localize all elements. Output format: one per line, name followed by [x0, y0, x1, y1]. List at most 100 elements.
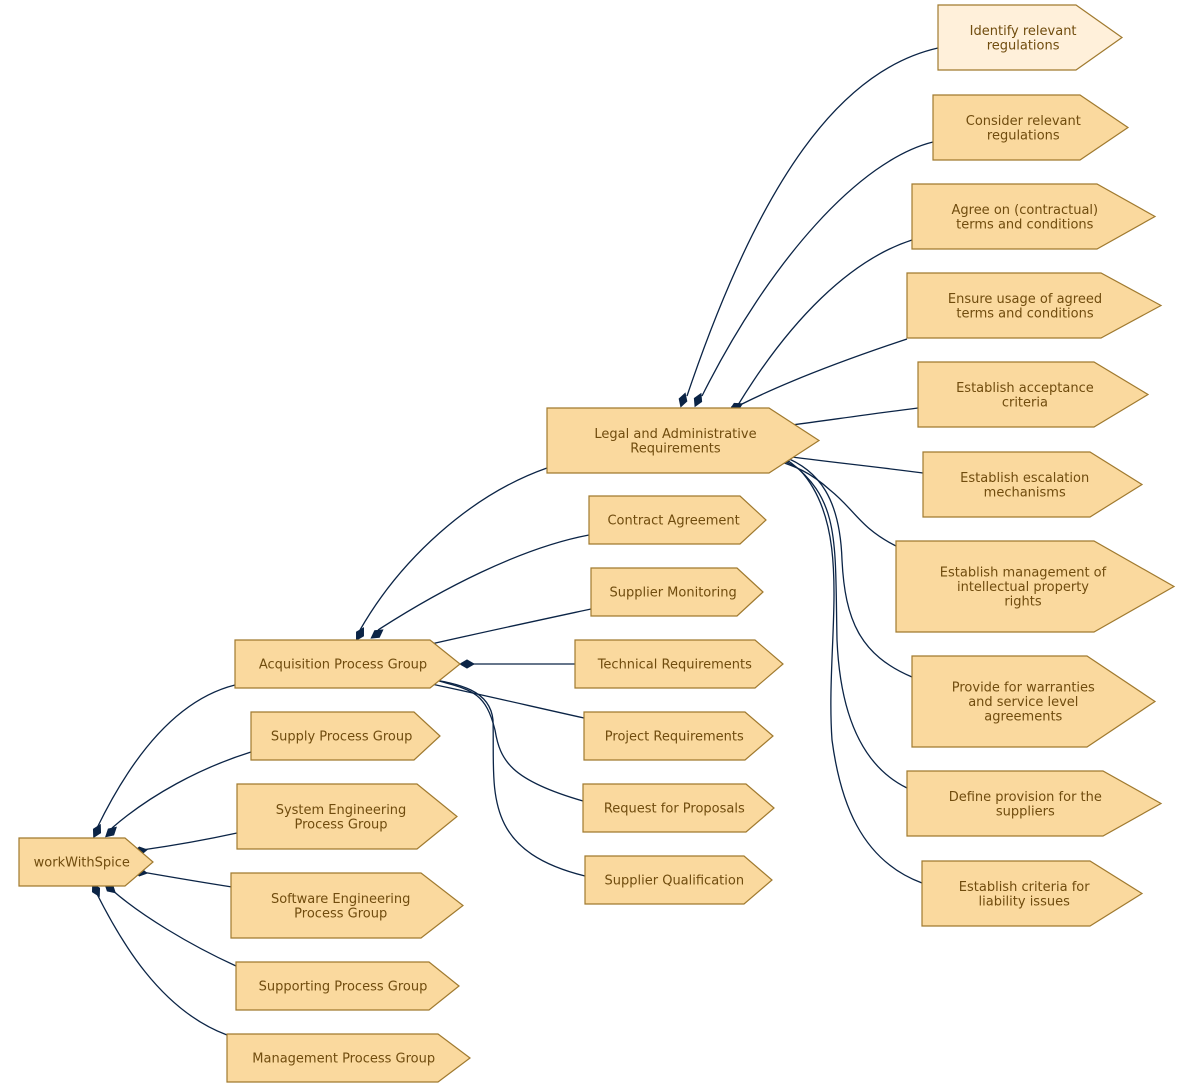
- node-shape-projreq: [583, 711, 774, 761]
- node-label-ip-line-1: intellectual property: [957, 580, 1089, 595]
- node-label-liability-line-1: liability issues: [979, 894, 1071, 909]
- edge-legal-consider: [701, 141, 934, 397]
- edge-acq-supqual: [423, 677, 586, 877]
- node-shape-supmon: [590, 567, 764, 617]
- node-label-rfp-line-0: Request for Proposals: [604, 802, 745, 817]
- node-supply[interactable]: Supply Process Group: [250, 711, 441, 761]
- edge-acq-supmon: [417, 608, 592, 648]
- edge-acq-contract: [377, 534, 590, 631]
- node-shape-contract: [588, 495, 767, 545]
- composition-diamond-root-mgmt: [91, 882, 101, 898]
- node-label-provision-line-0: Define provision for the: [949, 790, 1102, 805]
- node-label-sweng-line-0: Software Engineering: [271, 892, 410, 907]
- composition-diamond-acq-techreq: [458, 659, 476, 669]
- composition-diamond-legal-identify: [678, 392, 688, 408]
- node-shape-supply: [250, 711, 441, 761]
- node-root[interactable]: workWithSpice: [18, 837, 154, 887]
- node-support[interactable]: Supporting Process Group: [235, 961, 460, 1011]
- node-shape-rfp: [582, 783, 775, 833]
- node-label-support-line-0: Supporting Process Group: [259, 980, 428, 995]
- node-shape-escal: [922, 451, 1144, 518]
- composition-diamond-root-supply: [105, 826, 117, 838]
- node-label-syseng-line-1: Process Group: [294, 817, 387, 832]
- node-shape-acq: [234, 639, 461, 689]
- node-shape-identify: [937, 4, 1124, 71]
- node-shape-consider: [932, 94, 1130, 161]
- node-shape-liability: [921, 860, 1144, 927]
- edge-root-syseng: [141, 832, 238, 851]
- node-acq[interactable]: Acquisition Process Group: [234, 639, 461, 689]
- edge-legal-accept: [791, 407, 919, 426]
- node-label-projreq-line-0: Project Requirements: [605, 730, 744, 745]
- node-contract[interactable]: Contract Agreement: [588, 495, 767, 545]
- node-shape-legal: [546, 407, 821, 474]
- node-shape-mgmt: [226, 1033, 471, 1083]
- node-label-legal-line-1: Requirements: [630, 441, 721, 456]
- node-label-techreq-line-0: Technical Requirements: [597, 658, 752, 673]
- node-label-supqual-line-0: Supplier Qualification: [605, 874, 745, 889]
- node-mgmt[interactable]: Management Process Group: [226, 1033, 471, 1083]
- node-label-contract-line-0: Contract Agreement: [607, 514, 739, 529]
- node-label-escal-line-0: Establish escalation: [960, 471, 1089, 486]
- node-rfp[interactable]: Request for Proposals: [582, 783, 775, 833]
- node-label-provision-line-1: suppliers: [996, 804, 1055, 819]
- node-shape-agree: [911, 183, 1157, 250]
- node-techreq[interactable]: Technical Requirements: [574, 639, 784, 689]
- node-label-consider-line-0: Consider relevant: [966, 114, 1081, 129]
- edge-acq-projreq: [421, 681, 585, 719]
- node-label-consider-line-1: regulations: [987, 128, 1060, 143]
- node-label-warranty-line-2: agreements: [984, 710, 1062, 725]
- edge-legal-warranty: [781, 455, 913, 678]
- node-shape-syseng: [236, 783, 458, 850]
- composition-diamond-root-acq: [92, 823, 102, 839]
- node-label-ensure-line-1: terms and conditions: [956, 306, 1093, 321]
- edge-legal-ip: [771, 458, 897, 547]
- edge-legal-agree: [737, 239, 913, 406]
- edge-root-sweng: [141, 871, 233, 888]
- edge-root-support: [110, 888, 237, 967]
- composition-diamond-acq-contract: [370, 629, 384, 639]
- node-shape-provision: [906, 770, 1163, 837]
- node-label-syseng-line-0: System Engineering: [276, 803, 407, 818]
- node-label-identify-line-0: Identify relevant: [970, 24, 1077, 39]
- node-supmon[interactable]: Supplier Monitoring: [590, 567, 764, 617]
- node-shape-supqual: [584, 855, 773, 905]
- composition-diamond-acq-legal: [355, 627, 365, 641]
- node-supqual[interactable]: Supplier Qualification: [584, 855, 773, 905]
- edge-legal-liability: [769, 457, 923, 884]
- node-shape-root: [18, 837, 154, 887]
- node-label-supmon-line-0: Supplier Monitoring: [609, 586, 736, 601]
- edge-root-acq: [96, 684, 236, 829]
- node-agree[interactable]: Agree on (contractual)terms and conditio…: [911, 183, 1157, 250]
- node-shape-sweng: [230, 872, 464, 939]
- node-label-escal-line-1: mechanisms: [984, 485, 1066, 500]
- edge-legal-provision: [789, 461, 908, 789]
- node-label-sweng-line-1: Process Group: [294, 906, 387, 921]
- node-shape-ip: [895, 540, 1176, 633]
- node-label-agree-line-1: terms and conditions: [956, 217, 1093, 232]
- edge-legal-escal: [784, 455, 924, 474]
- edge-acq-legal: [359, 467, 548, 631]
- node-label-supply-line-0: Supply Process Group: [271, 730, 412, 745]
- node-label-warranty-line-0: Provide for warranties: [952, 681, 1095, 696]
- node-label-ip-line-2: rights: [1004, 595, 1042, 610]
- node-shape-ensure: [906, 272, 1163, 339]
- edges: [91, 47, 939, 1036]
- node-label-root-line-0: workWithSpice: [34, 856, 130, 871]
- node-shape-support: [235, 961, 460, 1011]
- node-projreq[interactable]: Project Requirements: [583, 711, 774, 761]
- node-label-acq-line-0: Acquisition Process Group: [259, 658, 427, 673]
- node-label-identify-line-1: regulations: [987, 38, 1060, 53]
